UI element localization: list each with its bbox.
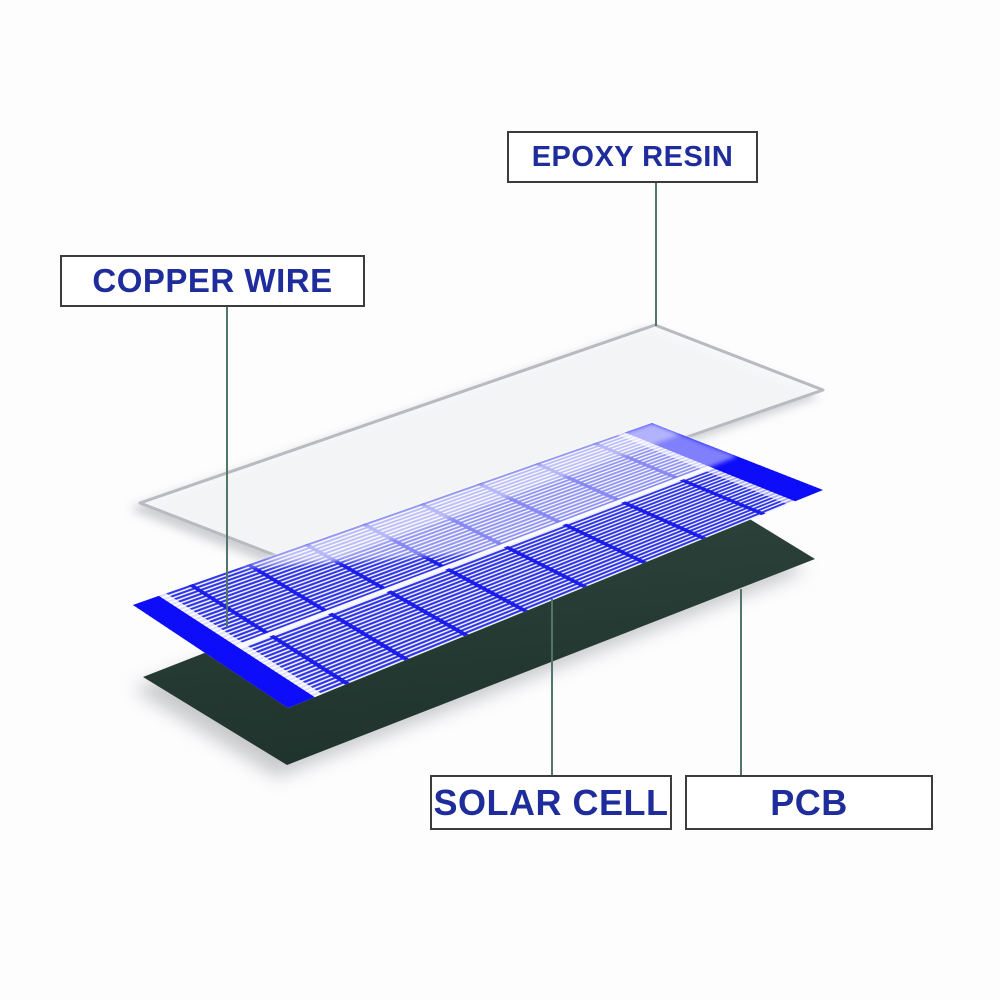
solar-cell-detail bbox=[136, 424, 659, 610]
solar-cell-detail bbox=[233, 466, 766, 674]
solar-cell-detail bbox=[226, 463, 758, 669]
solar-cell-detail bbox=[617, 432, 796, 505]
solar-cell-detail bbox=[272, 483, 809, 700]
leader-lines bbox=[226, 183, 742, 775]
solar-cell-detail bbox=[241, 469, 775, 679]
solar-cell-panel bbox=[133, 423, 823, 708]
label-copper-wire-text: COPPER WIRE bbox=[92, 262, 333, 299]
solar-cell-detail bbox=[206, 454, 736, 656]
solar-cell-detail bbox=[158, 593, 323, 698]
solar-cell-detail bbox=[257, 476, 792, 689]
solar-cell-detail bbox=[237, 468, 770, 676]
solar-cell-detail bbox=[625, 423, 823, 502]
label-epoxy-resin-text: EPOXY RESIN bbox=[531, 140, 734, 173]
solar-cell-detail bbox=[264, 479, 800, 694]
solar-cell-detail bbox=[140, 426, 664, 612]
solar-cell-detail bbox=[144, 428, 668, 615]
solar-cell-detail bbox=[152, 431, 676, 620]
solar-cell-detail bbox=[208, 455, 741, 659]
solar-cell-detail bbox=[183, 444, 711, 640]
solar-cell-detail bbox=[222, 461, 753, 666]
solar-cell-detail bbox=[276, 485, 813, 702]
solar-cell-detail bbox=[214, 458, 745, 661]
solar-cell-detail bbox=[175, 441, 702, 635]
label-epoxy-resin: EPOXY RESIN bbox=[507, 131, 758, 183]
solar-cell-detail bbox=[160, 434, 685, 625]
solar-cell-detail bbox=[249, 473, 783, 684]
solar-cell-detail bbox=[187, 446, 715, 643]
solar-cell-detail bbox=[253, 474, 788, 687]
solar-cell-detail bbox=[191, 448, 719, 646]
solar-cell-detail bbox=[167, 438, 693, 630]
solar-cell-detail bbox=[148, 429, 672, 617]
solar-cell-detail bbox=[218, 459, 749, 664]
label-pcb: PCB bbox=[685, 775, 933, 830]
solar-cell-detail bbox=[195, 449, 723, 648]
solar-cell-detail bbox=[268, 481, 805, 697]
solar-cell-detail bbox=[245, 471, 779, 682]
solar-cell-detail bbox=[260, 478, 796, 692]
solar-cell-detail bbox=[198, 451, 728, 651]
solar-cell-detail bbox=[284, 488, 822, 707]
solar-cell-detail bbox=[133, 423, 655, 607]
solar-cell-detail bbox=[156, 433, 681, 622]
solar-cell-detail bbox=[164, 436, 689, 628]
cell-highlight bbox=[262, 423, 682, 561]
solar-cell-detail bbox=[133, 595, 315, 708]
solar-cell-detail bbox=[229, 464, 762, 671]
solar-cell-detail bbox=[179, 443, 706, 638]
cell-highlight bbox=[236, 423, 738, 569]
label-solar-cell-text: SOLAR CELL bbox=[433, 781, 669, 823]
label-copper-wire: COPPER WIRE bbox=[60, 255, 365, 307]
solar-cell-detail bbox=[202, 453, 732, 653]
solar-cell-detail bbox=[280, 486, 817, 705]
solar-cell-detail bbox=[171, 439, 698, 633]
label-pcb-text: PCB bbox=[770, 781, 848, 823]
label-solar-cell: SOLAR CELL bbox=[430, 775, 672, 830]
